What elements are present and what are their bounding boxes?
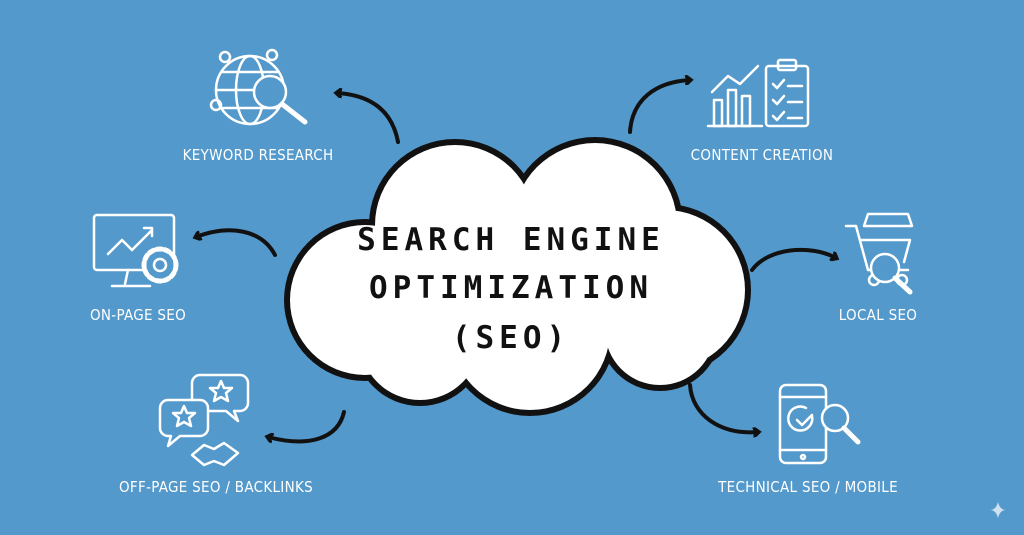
- sparkle-icon: [990, 502, 1006, 518]
- chart-clipboard-icon: [706, 58, 810, 128]
- arrow-onpage: [196, 228, 277, 257]
- label-keyword-research: KEYWORD RESEARCH: [183, 146, 334, 164]
- phone-search-icon: [778, 383, 861, 465]
- label-local-seo: LOCAL SEO: [839, 306, 917, 324]
- arrow-local: [750, 247, 836, 272]
- globe-search-icon: [209, 48, 308, 126]
- arrow-content: [628, 80, 690, 134]
- cloud: [284, 137, 751, 416]
- cart-search-icon: [844, 212, 914, 295]
- title-line-2: OPTIMIZATION: [369, 270, 653, 306]
- label-technical-seo-mobile: TECHNICAL SEO / MOBILE: [717, 478, 898, 496]
- monitor-gear-icon: [92, 213, 179, 288]
- label-off-page-seo-backlinks: OFF-PAGE SEO / BACKLINKS: [119, 478, 313, 496]
- arrow-offpage: [268, 410, 346, 444]
- title-line-1: SEARCH ENGINE: [357, 222, 665, 258]
- chat-handshake-icon: [158, 373, 250, 467]
- title-line-3: (SEO): [452, 320, 570, 356]
- label-on-page-seo: ON-PAGE SEO: [90, 306, 186, 324]
- arrow-keyword: [337, 93, 400, 144]
- arrow-technical: [688, 383, 758, 432]
- label-content-creation: CONTENT CREATION: [691, 146, 834, 164]
